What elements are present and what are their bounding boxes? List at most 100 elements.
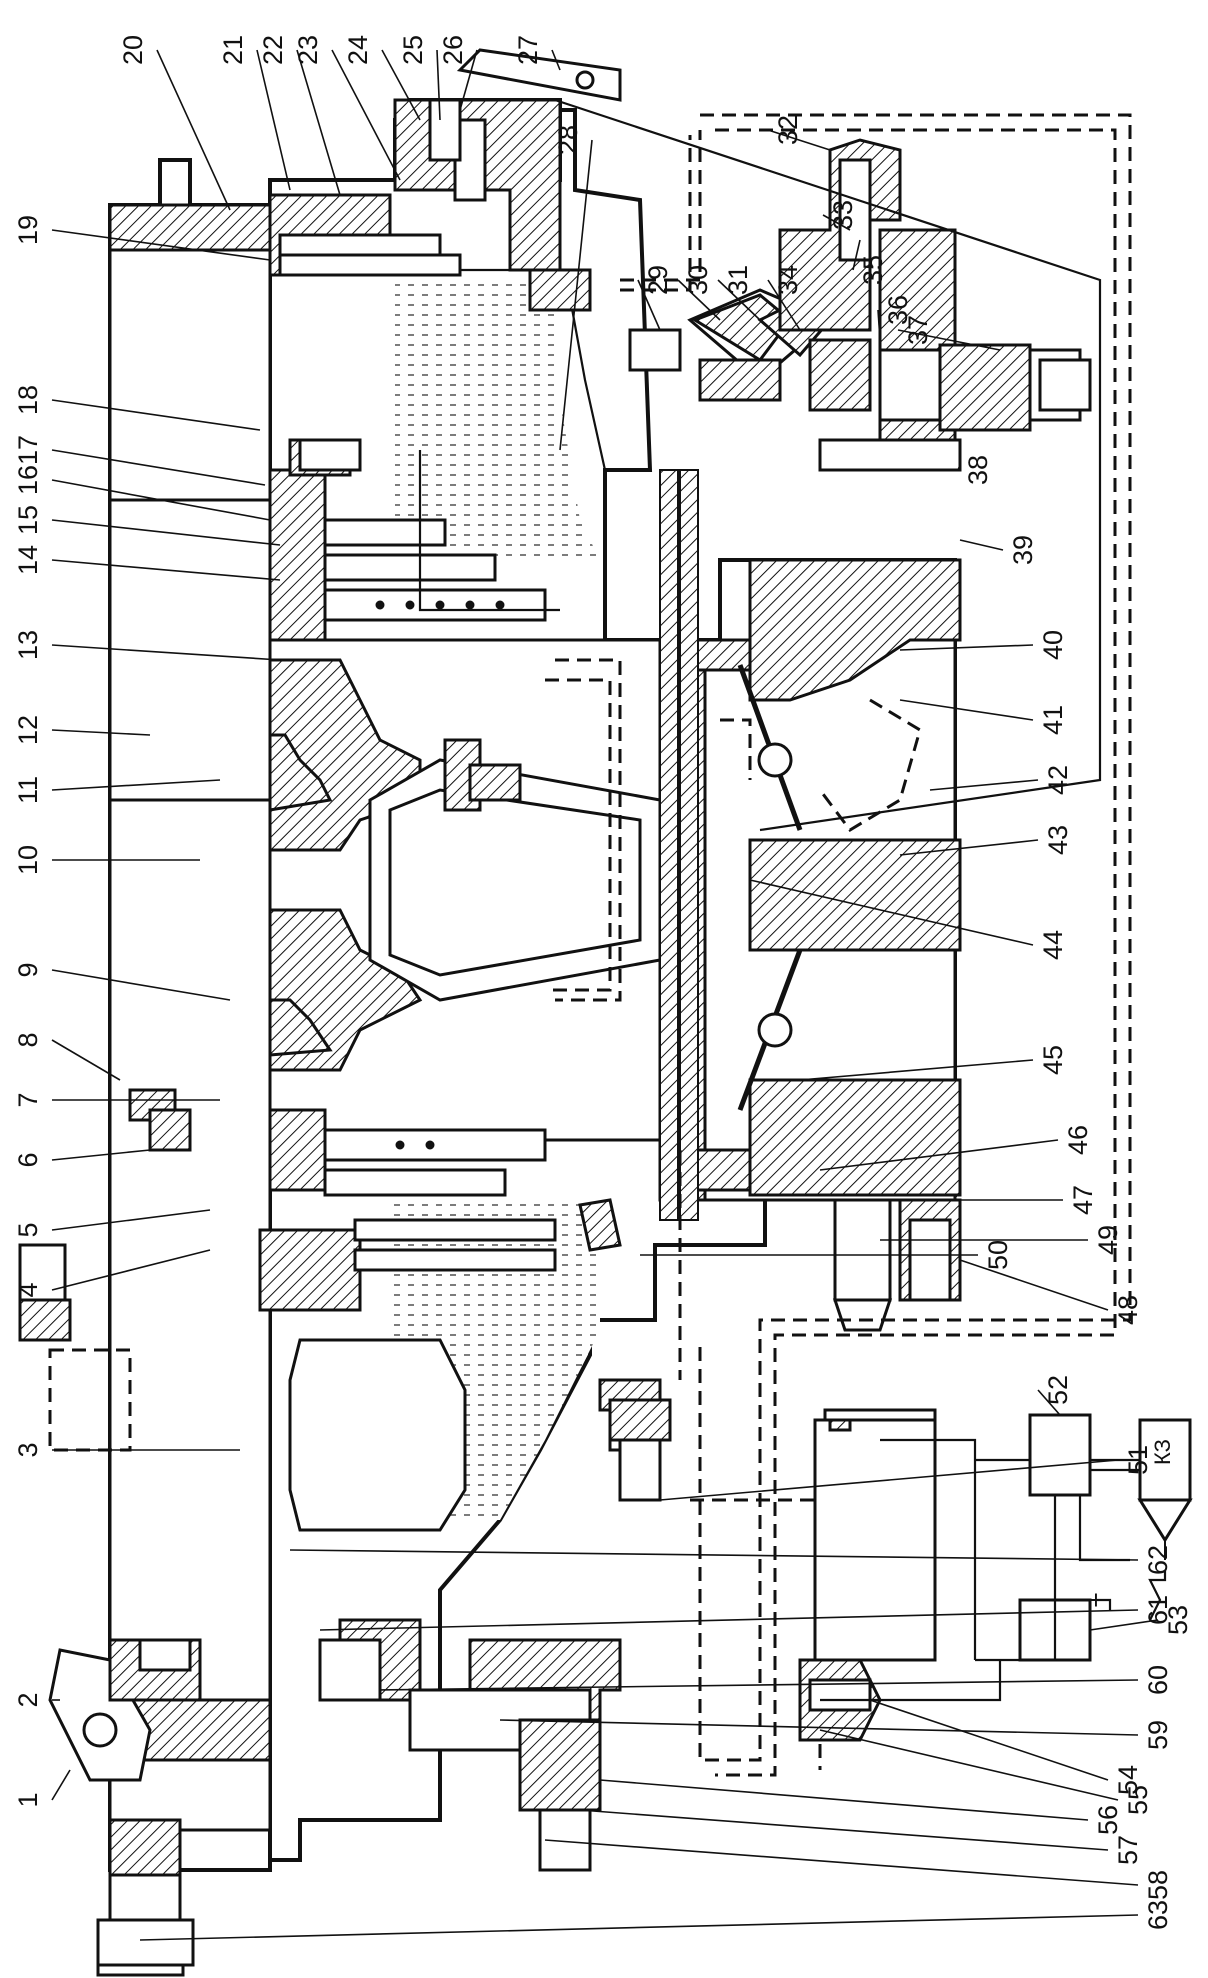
leader-line-43 — [899, 839, 1039, 856]
leader-line-53 — [1089, 1619, 1159, 1631]
switch-label: КЗ — [1150, 1439, 1175, 1465]
callout-32: 32 — [773, 115, 803, 145]
leader-line-33 — [822, 214, 851, 231]
leader-line-60 — [379, 1679, 1139, 1691]
leader-line-61 — [319, 1609, 1139, 1631]
leader-line-51 — [659, 1459, 1119, 1501]
leader-line-48 — [959, 1259, 1109, 1311]
mixing-chamber — [268, 558, 962, 1202]
callout-59: 59 — [1143, 1720, 1173, 1750]
float-chamber-lower — [288, 1200, 600, 1532]
leader-line-59 — [499, 1719, 1139, 1736]
enricher-assembly — [628, 138, 1092, 472]
callout-7: 7 — [13, 1092, 43, 1107]
leader-line-24 — [381, 49, 421, 121]
leader-line-20 — [156, 49, 231, 211]
callout-45: 45 — [1038, 1045, 1068, 1075]
emulsion-tubes-top — [268, 98, 592, 642]
leader-line-14 — [51, 559, 281, 581]
callout-4: 4 — [13, 1282, 43, 1297]
callout-55: 55 — [1123, 1785, 1153, 1815]
callout-6: 6 — [13, 1152, 43, 1167]
emulsion-tubes-bottom — [258, 1108, 622, 1312]
callout-43: 43 — [1043, 825, 1073, 855]
callout-28: 28 — [553, 125, 583, 155]
leader-line-4 — [51, 1249, 211, 1291]
leader-line-18 — [51, 399, 261, 431]
leader-line-8 — [51, 1039, 121, 1081]
leader-line-32 — [767, 129, 831, 151]
float-chamber-upper — [390, 268, 607, 560]
connecting-lines — [48, 98, 1132, 1777]
callout-42: 42 — [1043, 765, 1073, 795]
callout-57: 57 — [1113, 1835, 1143, 1865]
leader-line-57 — [579, 1809, 1109, 1851]
leader-line-22 — [296, 49, 341, 196]
callout-24: 24 — [343, 35, 373, 65]
callout-27: 27 — [513, 35, 543, 65]
callout-58: 58 — [1143, 1870, 1173, 1900]
callout-18: 18 — [13, 385, 43, 415]
gasket — [659, 469, 699, 1221]
leader-line-36 — [877, 309, 881, 341]
callout-53: 53 — [1163, 1605, 1193, 1635]
leader-line-37 — [897, 329, 1001, 351]
leader-line-28 — [559, 139, 593, 451]
leader-line-27 — [551, 49, 561, 71]
leader-line-31 — [717, 279, 761, 321]
callout-20: 20 — [118, 35, 148, 65]
callout-63: 63 — [1143, 1900, 1173, 1930]
callout-17: 17 — [13, 435, 43, 465]
leader-line-30 — [677, 279, 721, 321]
leader-line-23 — [331, 49, 401, 181]
callout-44: 44 — [1038, 930, 1068, 960]
leader-line-56 — [599, 1779, 1089, 1821]
callout-46: 46 — [1063, 1125, 1093, 1155]
callout-30: 30 — [683, 265, 713, 295]
callout-10: 10 — [13, 845, 43, 875]
leader-line-38 — [957, 464, 961, 471]
leader-line-21 — [256, 49, 291, 191]
leader-line-52 — [1037, 1389, 1061, 1416]
callout-37: 37 — [903, 315, 933, 345]
callout-5: 5 — [13, 1222, 43, 1237]
leader-line-55 — [819, 1729, 1119, 1801]
leader-line-25 — [436, 49, 441, 121]
callout-61: 61 — [1143, 1595, 1173, 1625]
callout-49: 49 — [1093, 1225, 1123, 1255]
fuel-inlet-fitting — [18, 1088, 192, 1342]
callout-21: 21 — [218, 35, 248, 65]
leader-line-34 — [767, 279, 801, 331]
leader-line-16 — [51, 479, 271, 521]
plus-sign: + — [1081, 1592, 1111, 1608]
callout-12: 12 — [13, 715, 43, 745]
leader-line-12 — [51, 729, 151, 736]
leader-line-26 — [459, 49, 478, 111]
callout-54: 54 — [1113, 1765, 1143, 1795]
leader-line-19 — [51, 229, 271, 261]
callout-13: 13 — [13, 630, 43, 660]
callout-60: 60 — [1143, 1665, 1173, 1695]
leader-line-39 — [959, 539, 1004, 551]
leader-line-46 — [819, 1139, 1059, 1171]
leader-line-62 — [289, 1549, 1139, 1561]
callout-39: 39 — [1008, 535, 1038, 565]
leader-line-11 — [51, 779, 221, 791]
callout-3: 3 — [13, 1442, 43, 1457]
callout-1: 1 — [13, 1792, 43, 1807]
callout-14: 14 — [13, 545, 43, 575]
callout-9: 9 — [13, 962, 43, 977]
leader-line-5 — [51, 1209, 211, 1231]
callout-40: 40 — [1038, 630, 1068, 660]
float-lever — [48, 1638, 202, 1782]
callout-56: 56 — [1093, 1805, 1123, 1835]
leader-line-29 — [637, 279, 661, 331]
leader-line-1 — [51, 1769, 71, 1801]
leader-line-9 — [51, 969, 231, 1001]
callout-29: 29 — [643, 265, 673, 295]
leader-line-6 — [51, 1149, 151, 1161]
callout-19: 19 — [13, 215, 43, 245]
callout-47: 47 — [1068, 1185, 1098, 1215]
